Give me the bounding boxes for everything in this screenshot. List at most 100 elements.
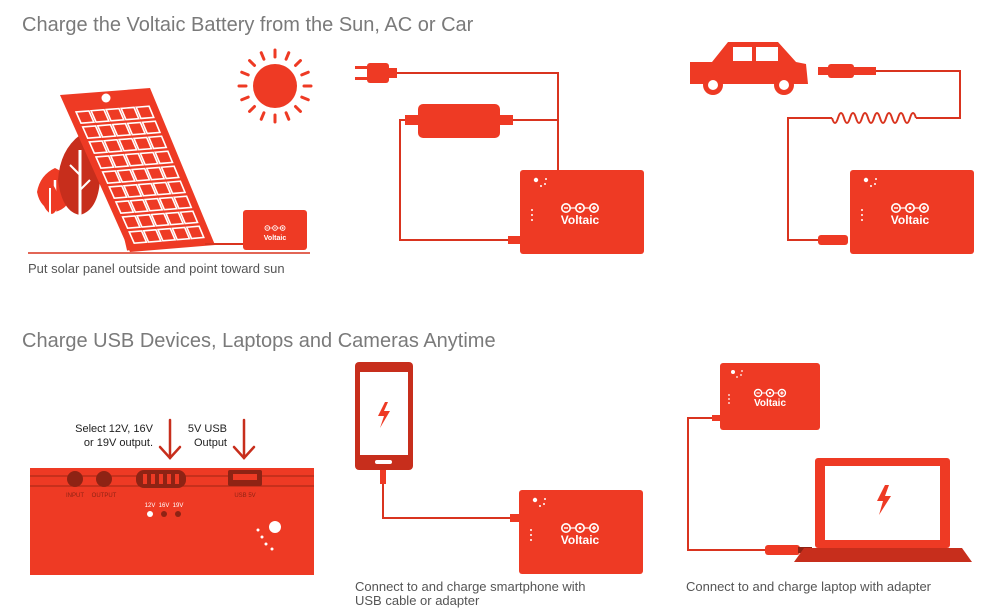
battery-ac-brand: Voltaic bbox=[561, 213, 600, 227]
solar-cell bbox=[124, 152, 145, 167]
solar-cell bbox=[137, 182, 158, 197]
solar-cell bbox=[88, 140, 109, 155]
caption-smartphone-line1: Connect to and charge smartphone with bbox=[355, 579, 586, 594]
solar-cell bbox=[145, 166, 166, 181]
sun-ray bbox=[300, 70, 310, 77]
solar-cell bbox=[135, 105, 155, 120]
smartphone-icon bbox=[355, 362, 413, 470]
sun-ray bbox=[294, 105, 302, 113]
sun-ray bbox=[284, 111, 291, 121]
ac-adapter-icon bbox=[405, 104, 513, 138]
solar-cell bbox=[111, 122, 132, 137]
port-input-label: INPUT bbox=[66, 493, 84, 499]
caption-smartphone: Connect to and charge smartphone with US… bbox=[355, 580, 586, 608]
solar-cell bbox=[151, 181, 172, 196]
solar-cell bbox=[103, 138, 124, 153]
solar-cell bbox=[172, 195, 193, 210]
voltage-option-19v: 19V bbox=[173, 503, 184, 509]
callout-usb-line1: 5V USB bbox=[188, 423, 227, 435]
solar-cell bbox=[130, 167, 151, 182]
sun-ray bbox=[284, 51, 291, 61]
car-plug-icon bbox=[818, 64, 876, 78]
battery-car-brand: Voltaic bbox=[891, 213, 930, 227]
solar-cell bbox=[94, 155, 115, 170]
car-cable-top bbox=[876, 70, 961, 119]
battery-laptop: Voltaic bbox=[720, 363, 820, 430]
solar-cell bbox=[164, 211, 185, 226]
heading-charge-battery: Charge the Voltaic Battery from the Sun,… bbox=[22, 14, 474, 36]
sun-ray bbox=[240, 70, 250, 77]
sun-ray bbox=[240, 95, 250, 102]
solar-cell bbox=[104, 107, 125, 122]
battery-small-solar: Voltaic bbox=[243, 210, 307, 250]
voltage-option-16v: 16V bbox=[159, 503, 170, 509]
solar-cell bbox=[114, 200, 135, 215]
caption-smartphone-line2: USB cable or adapter bbox=[355, 593, 480, 608]
sun-ray bbox=[259, 51, 266, 61]
solar-cell bbox=[129, 198, 149, 213]
down-arrow-icon bbox=[232, 418, 256, 460]
solar-cell bbox=[109, 153, 130, 168]
solar-panel-icon bbox=[60, 88, 215, 252]
battery-small-brand: Voltaic bbox=[264, 235, 287, 242]
solar-cell bbox=[122, 183, 143, 198]
car-cable-bottom bbox=[787, 117, 832, 241]
solar-cell bbox=[81, 125, 102, 140]
sun-ray bbox=[248, 105, 256, 113]
solar-cell bbox=[150, 212, 170, 227]
laptop-cable bbox=[687, 417, 772, 551]
lightning-icon bbox=[378, 402, 390, 428]
sun-ray bbox=[259, 111, 266, 121]
solar-cell bbox=[179, 210, 199, 225]
solar-cell bbox=[142, 228, 162, 243]
battery-ac: Voltaic bbox=[520, 170, 644, 254]
solar-cell bbox=[171, 226, 191, 241]
solar-cell bbox=[156, 227, 177, 242]
solar-cell bbox=[160, 165, 180, 180]
solar-cell bbox=[141, 120, 162, 135]
ac-cable-bottom bbox=[399, 119, 515, 241]
ac-connector bbox=[508, 236, 520, 244]
phone-connector bbox=[510, 514, 520, 522]
solar-cell bbox=[74, 110, 96, 125]
phone-cable bbox=[382, 470, 512, 519]
solar-cell bbox=[132, 136, 153, 151]
solar-cell bbox=[116, 168, 136, 183]
solar-cell bbox=[89, 108, 111, 123]
coiled-cable bbox=[831, 112, 917, 124]
sun-icon bbox=[237, 48, 313, 124]
car-connector bbox=[818, 235, 848, 245]
solar-cell bbox=[135, 213, 156, 228]
solar-cell bbox=[166, 180, 187, 195]
laptop-icon bbox=[794, 458, 972, 562]
sun-ray bbox=[294, 59, 302, 67]
solar-cell bbox=[121, 215, 142, 230]
callout-voltage-line1: Select 12V, 16V bbox=[75, 423, 154, 435]
solar-cell bbox=[126, 121, 147, 136]
ac-plug-icon bbox=[355, 63, 397, 83]
battery-laptop-brand: Voltaic bbox=[754, 398, 786, 409]
callout-usb-line2: Output bbox=[194, 437, 227, 449]
solar-cell bbox=[147, 135, 168, 150]
battery-phone-brand: Voltaic bbox=[561, 533, 600, 547]
solar-cell bbox=[128, 230, 148, 245]
solar-cell bbox=[185, 225, 205, 240]
caption-laptop: Connect to and charge laptop with adapte… bbox=[686, 579, 932, 594]
solar-cell bbox=[139, 151, 159, 166]
battery-phone: Voltaic bbox=[519, 490, 643, 574]
solar-cell bbox=[108, 185, 128, 200]
sun-ray bbox=[300, 95, 310, 102]
solar-cell bbox=[143, 197, 164, 212]
callout-voltage-line2: or 19V output. bbox=[84, 437, 153, 449]
port-usb-label: USB 5V bbox=[234, 493, 255, 499]
down-arrow-icon bbox=[158, 418, 182, 460]
port-output-label: OUTPUT bbox=[92, 493, 117, 499]
solar-cell bbox=[153, 150, 174, 165]
solar-cell bbox=[158, 196, 178, 211]
sun-ray bbox=[248, 59, 256, 67]
caption-solar: Put solar panel outside and point toward… bbox=[28, 261, 285, 276]
solar-cell bbox=[101, 170, 122, 185]
laptop-connector bbox=[765, 545, 800, 555]
solar-cell bbox=[96, 123, 117, 138]
